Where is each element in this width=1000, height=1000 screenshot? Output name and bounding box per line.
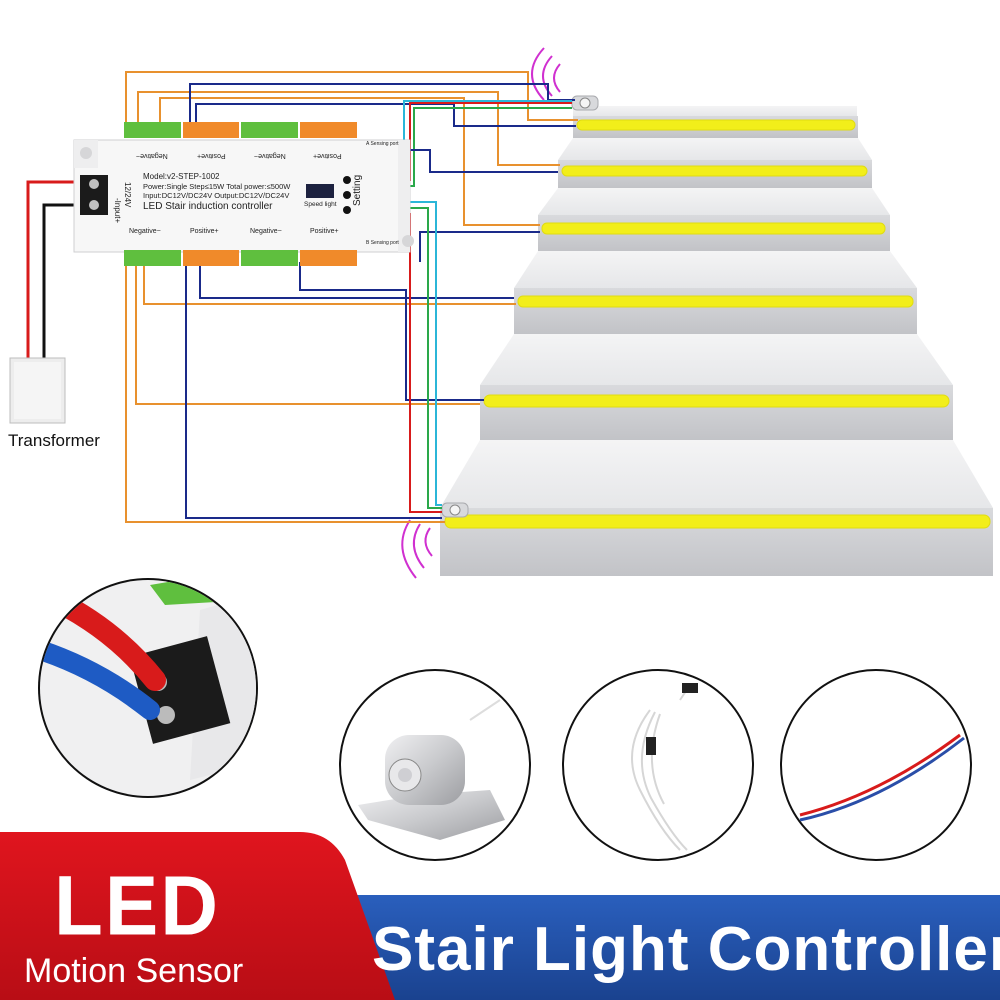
motion-sensor-title: Motion Sensor — [24, 952, 244, 990]
top-label-negative-2: Negative− — [254, 152, 286, 159]
bottom-banner — [0, 832, 1000, 1000]
controller-io: Input:DC12V/DC24V Output:DC12V/DC24V — [143, 191, 290, 200]
top-label-positive-2: Positive+ — [313, 152, 342, 159]
led-title: LED — [54, 858, 220, 953]
setting-label: Setting — [352, 174, 363, 206]
transformer-icon — [9, 357, 66, 424]
cable-closeup — [562, 669, 754, 861]
wire-closeup — [780, 669, 972, 861]
speed-light-label: Speed light — [304, 201, 337, 208]
top-motion-sensor-icon — [531, 47, 599, 111]
top-label-positive-1: Positive+ — [197, 152, 226, 159]
input-label: -Input+ — [113, 198, 122, 224]
sensing-port-b: B Sensing port — [366, 240, 399, 246]
controller-name: LED Stair induction controller — [143, 201, 273, 212]
stair-light-controller-title: Stair Light Controller — [372, 915, 1000, 984]
controller-model: Model:v2-STEP-1002 — [143, 172, 220, 181]
pir-sensor-closeup — [339, 669, 531, 861]
controller-power: Power:Single Step≤15W Total power:≤500W — [143, 182, 291, 191]
bottom-label-positive-2: Positive+ — [310, 228, 339, 235]
bottom-terminal-blocks — [124, 250, 357, 266]
sensing-port-a: A Sensing port — [366, 141, 399, 147]
terminal-closeup — [38, 578, 258, 798]
bottom-label-positive-1: Positive+ — [190, 228, 219, 235]
bottom-label-negative-1: Negative− — [129, 228, 161, 235]
top-label-negative-1: Negative− — [136, 152, 168, 159]
input-voltage: 12/24V — [123, 182, 132, 208]
bottom-motion-sensor-icon — [401, 502, 469, 579]
top-terminal-blocks — [124, 122, 357, 138]
controller-board — [73, 139, 414, 253]
bottom-label-negative-2: Negative− — [250, 228, 282, 235]
led-strips — [444, 119, 991, 529]
transformer-label: Transformer — [8, 431, 100, 450]
